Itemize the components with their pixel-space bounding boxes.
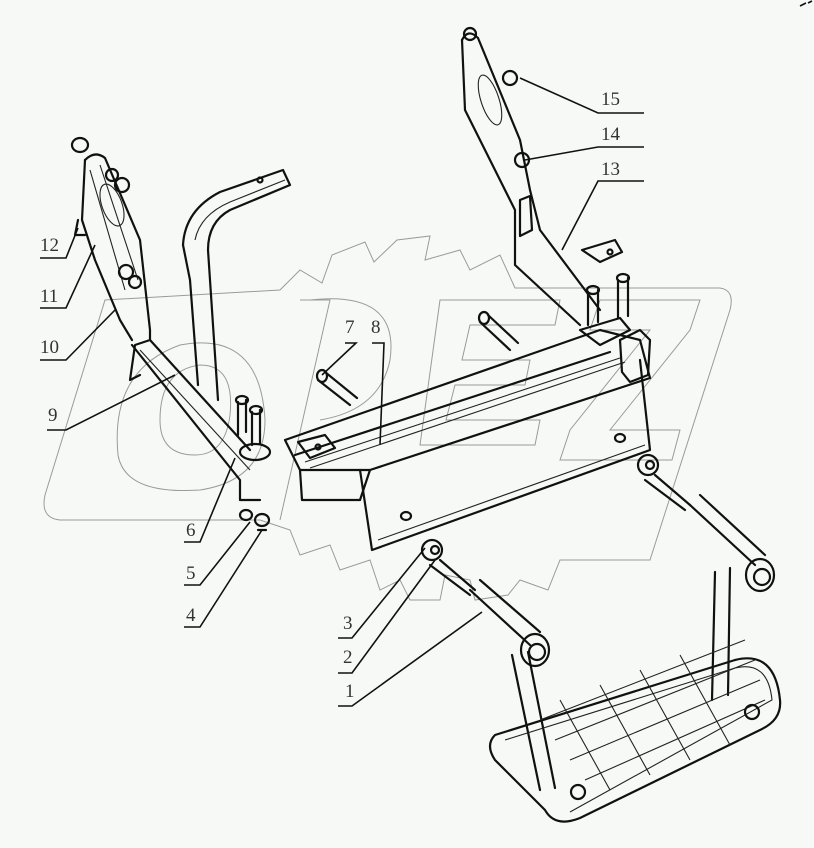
callout-7: 7: [345, 317, 355, 338]
callout-10: 10: [40, 337, 59, 358]
left-arm-bracket: [70, 136, 262, 502]
callout-9: 9: [48, 405, 58, 426]
spring-bolts: [315, 310, 520, 407]
callout-14: 14: [601, 124, 620, 145]
bent-tube: [181, 168, 292, 402]
right-strut: [636, 453, 776, 593]
step-platform: [488, 566, 782, 823]
callout-3: 3: [343, 613, 353, 634]
callout-1: 1: [345, 681, 355, 702]
callout-4: 4: [186, 605, 196, 626]
left-bolts: [234, 394, 272, 532]
right-arm-bracket: [460, 26, 631, 327]
callout-13: 13: [601, 159, 620, 180]
callout-11: 11: [40, 286, 59, 307]
callout-8: 8: [371, 317, 381, 338]
watermark-gear: [43, 235, 732, 601]
callout-15: 15: [601, 89, 620, 110]
callout-2: 2: [343, 647, 353, 668]
left-strut: [420, 538, 551, 668]
callout-6: 6: [186, 520, 196, 541]
leader-lines: [40, 77, 644, 707]
callout-5: 5: [186, 563, 196, 584]
corner-mark: [799, 0, 813, 7]
main-beam: [283, 316, 652, 552]
callout-12: 12: [40, 235, 59, 256]
